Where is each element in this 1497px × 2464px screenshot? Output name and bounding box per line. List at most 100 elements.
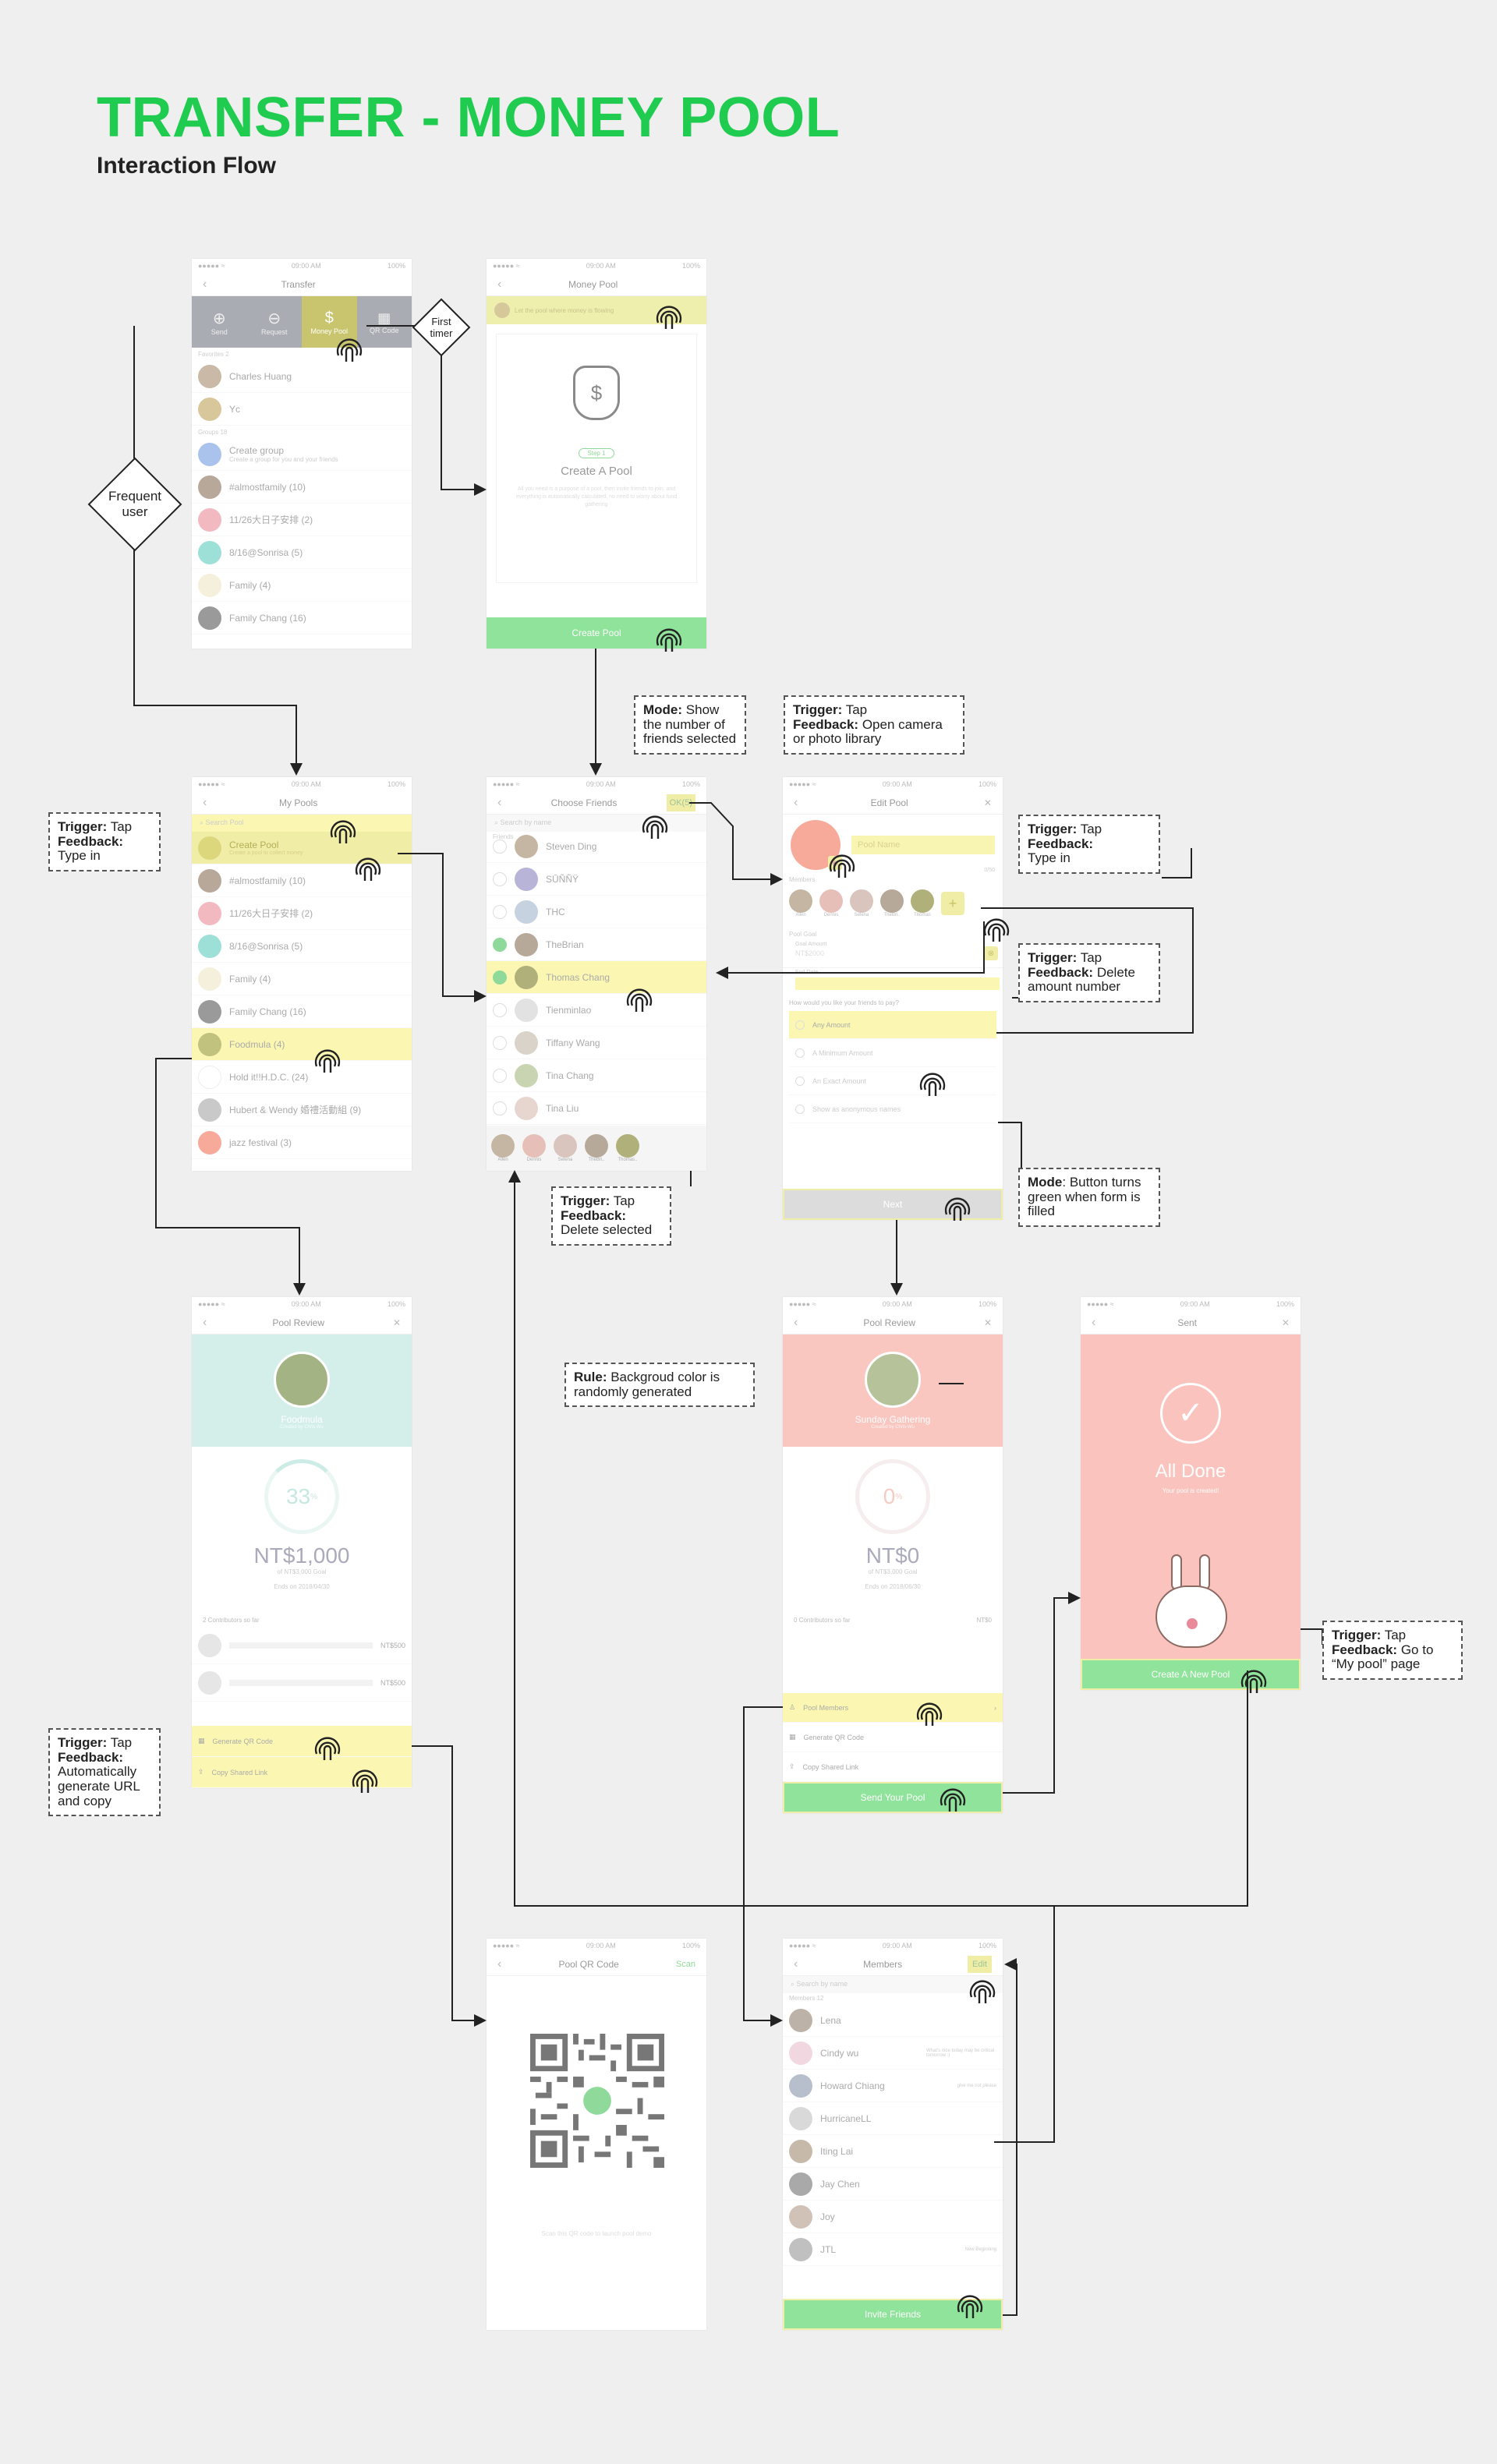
checkbox[interactable] — [493, 1002, 507, 1017]
list-item[interactable]: SŪÑÑŸ — [487, 863, 706, 896]
checkbox[interactable] — [493, 839, 507, 854]
member-row[interactable]: Iting Lai — [783, 2135, 1003, 2168]
checkbox[interactable] — [493, 904, 507, 919]
member-row[interactable]: Lena — [783, 2004, 1003, 2037]
member-row[interactable]: Jay Chen — [783, 2168, 1003, 2201]
back-icon[interactable]: ‹ — [497, 277, 502, 291]
option-any-amount[interactable]: Any Amount — [789, 1011, 996, 1039]
back-icon[interactable]: ‹ — [794, 1957, 798, 1971]
back-icon[interactable]: ‹ — [497, 795, 502, 809]
scan-button[interactable]: Scan — [675, 1959, 695, 1969]
close-icon[interactable]: ✕ — [1281, 1317, 1290, 1328]
list-item[interactable]: #almostfamily (10) — [192, 471, 412, 504]
pool-banner: Sunday Gathering Created by Chris Wu — [783, 1335, 1003, 1447]
checkbox[interactable] — [493, 871, 507, 886]
checkbox[interactable] — [493, 937, 507, 952]
list-item[interactable]: THC — [487, 896, 706, 928]
option-anonymous[interactable]: Show as anonymous names — [789, 1095, 996, 1123]
search-input[interactable]: ⌕ Search by name — [487, 815, 706, 832]
list-item[interactable]: #almostfamily (10) — [192, 864, 412, 897]
copy-link-button[interactable]: ⇪Copy Shared Link — [783, 1752, 1003, 1782]
selected-friend[interactable]: Thomas.. — [616, 1134, 639, 1162]
list-item[interactable]: 11/26大日子安排 (2) — [192, 504, 412, 536]
selected-friend[interactable]: Dennis — [522, 1134, 546, 1162]
list-item[interactable]: Family (4) — [192, 963, 412, 995]
close-icon[interactable]: ✕ — [983, 1317, 992, 1328]
tab-request[interactable]: ⊖Request — [260, 309, 288, 336]
ok-button[interactable]: OK(5) — [666, 794, 695, 811]
close-icon[interactable]: ✕ — [983, 797, 992, 808]
list-item[interactable]: Hubert & Wendy 婚禮活動組 (9) — [192, 1094, 412, 1126]
avatar — [515, 998, 538, 1022]
back-icon[interactable]: ‹ — [1092, 1315, 1096, 1329]
option-minimum-amount[interactable]: A Minimum Amount — [789, 1039, 996, 1067]
tap-gesture-icon — [954, 2290, 986, 2321]
checkbox[interactable] — [493, 970, 507, 985]
list-item[interactable]: Family Chang (16) — [192, 995, 412, 1028]
friends-label: Friends — [493, 833, 514, 840]
member-row[interactable]: Joy — [783, 2201, 1003, 2233]
list-item[interactable]: Hold it!!H.D.C. (24) — [192, 1061, 412, 1094]
avatar — [198, 573, 221, 597]
back-icon[interactable]: ‹ — [203, 1315, 207, 1329]
list-item[interactable]: TheBrian — [487, 928, 706, 961]
list-item-selected[interactable]: Thomas Chang — [487, 961, 706, 994]
send-pool-button[interactable]: Send Your Pool — [783, 1782, 1003, 1813]
back-icon[interactable]: ‹ — [203, 277, 207, 291]
tab-qr-code[interactable]: ▦QR Code — [369, 309, 399, 334]
banner[interactable]: Let the pool where money is flowing — [487, 296, 706, 324]
checkbox[interactable] — [493, 1101, 507, 1115]
back-icon[interactable]: ‹ — [794, 1315, 798, 1329]
edit-button[interactable]: Edit — [968, 1955, 992, 1973]
list-item[interactable]: Tienminlao — [487, 994, 706, 1027]
list-item[interactable]: jazz festival (3) — [192, 1126, 412, 1159]
list-item[interactable]: Tiffany Wang — [487, 1027, 706, 1059]
option-exact-amount[interactable]: An Exact Amount — [789, 1067, 996, 1095]
pool-end-date: Ends on 2018/04/30 — [274, 1583, 330, 1590]
list-item[interactable]: Yc — [192, 393, 412, 426]
pool-end-date: Ends on 2018/06/30 — [865, 1583, 921, 1590]
checkbox[interactable] — [493, 1035, 507, 1050]
list-item-foodmula[interactable]: Foodmula (4) — [192, 1028, 412, 1061]
list-item[interactable]: Tina Liu — [487, 1092, 706, 1125]
pool-name-input[interactable]: Pool Name — [851, 836, 995, 854]
generate-qr-button[interactable]: ▦Generate QR Code — [783, 1723, 1003, 1752]
list-item[interactable]: Steven Ding — [487, 830, 706, 863]
avatar — [198, 475, 221, 499]
clear-icon[interactable]: ⊗ — [984, 946, 998, 960]
back-icon[interactable]: ‹ — [497, 1957, 502, 1971]
pool-members-button[interactable]: ♙Pool Members› — [783, 1693, 1003, 1723]
goal-amount-field[interactable]: Goal Amount NT$2000 ⊗ — [783, 940, 1003, 968]
end-date-field[interactable]: End Date — [783, 968, 1003, 995]
list-item[interactable]: 8/16@Sonrisa (5) — [192, 930, 412, 963]
close-icon[interactable]: ✕ — [392, 1317, 401, 1328]
back-icon[interactable]: ‹ — [794, 795, 798, 809]
list-item[interactable]: Charles Huang — [192, 360, 412, 393]
list-item[interactable]: 8/16@Sonrisa (5) — [192, 536, 412, 569]
tab-send[interactable]: ⊕Send — [211, 309, 228, 336]
avatar — [522, 1134, 546, 1158]
selected-friend[interactable]: Allen — [491, 1134, 515, 1162]
list-item[interactable]: Family (4) — [192, 569, 412, 602]
member-row[interactable]: HurricaneLL — [783, 2102, 1003, 2135]
back-icon[interactable]: ‹ — [203, 795, 207, 809]
add-member-button[interactable]: + — [941, 892, 964, 915]
selected-friend[interactable]: Selena — [554, 1134, 577, 1162]
generate-qr-button[interactable]: ▦Generate QR Code — [192, 1726, 412, 1757]
list-item[interactable]: Family Chang (16) — [192, 602, 412, 635]
copy-link-button[interactable]: ⇪Copy Shared Link — [192, 1757, 412, 1788]
create-pool-button[interactable]: Create Pool — [487, 617, 706, 649]
list-item[interactable]: Tina Chang — [487, 1059, 706, 1092]
selected-friend[interactable]: TheBri.. — [585, 1134, 608, 1162]
search-input[interactable]: ⌕ Search Pool — [192, 815, 412, 832]
search-input[interactable]: ⌕ Search by name — [783, 1976, 1003, 1993]
checkbox[interactable] — [493, 1068, 507, 1083]
tab-money-pool[interactable]: $Money Pool — [302, 296, 357, 348]
list-item[interactable]: 11/26大日子安排 (2) — [192, 897, 412, 930]
tap-gesture-icon — [352, 853, 384, 884]
